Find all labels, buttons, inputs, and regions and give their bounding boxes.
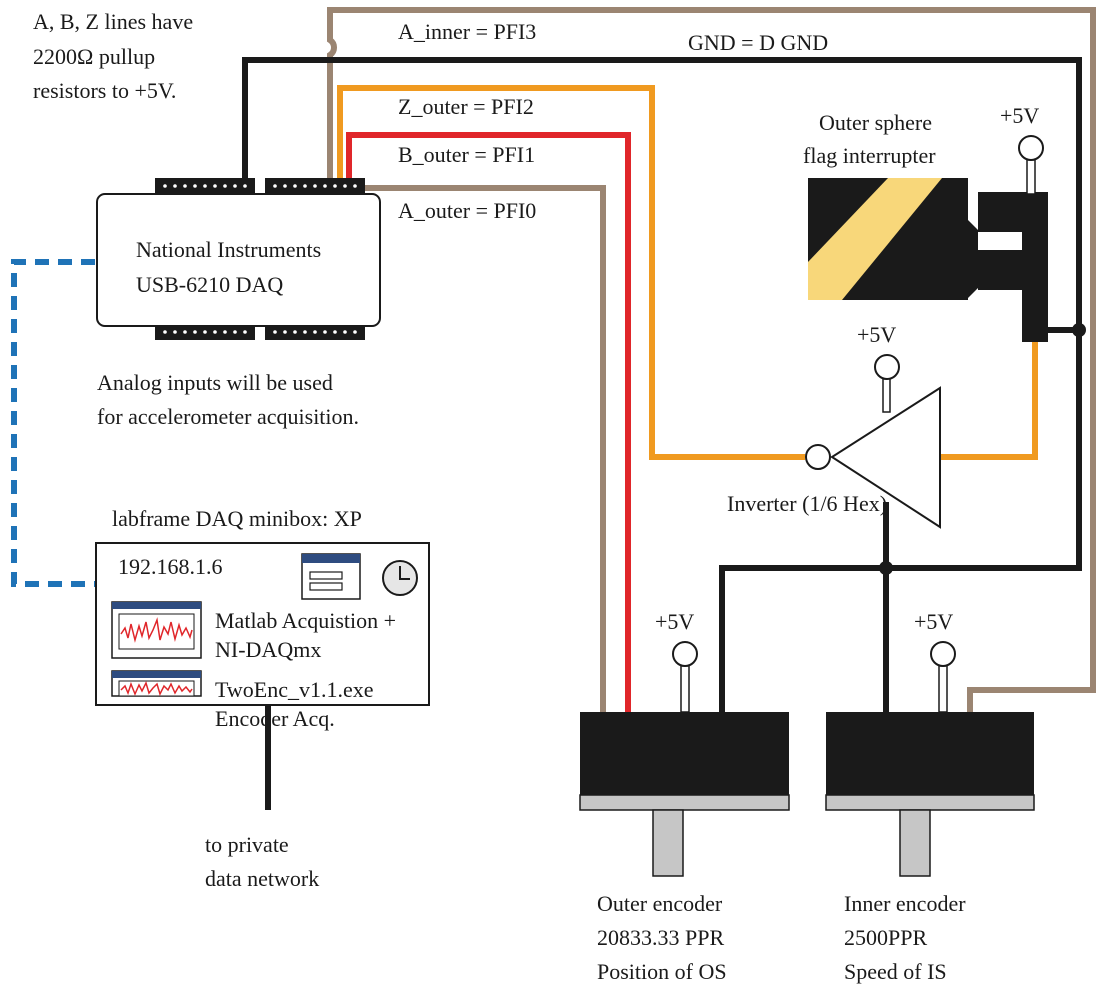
- network-label-line2: data network: [205, 866, 319, 891]
- daq-device: National Instruments USB-6210 DAQ: [96, 178, 381, 340]
- signal-gnd: GND = D GND: [688, 30, 828, 55]
- daq-minibox: 192.168.1.6 Matlab Acquistion + NI-DAQmx: [95, 542, 430, 706]
- supply-terminal: [1018, 135, 1044, 195]
- junction-dot: [879, 561, 893, 575]
- connector-pin: [283, 184, 287, 188]
- pullup-note-line1: A, B, Z lines have: [33, 9, 193, 34]
- inner-encoder-name: Inner encoder: [844, 891, 966, 916]
- connector-pin: [353, 330, 357, 334]
- supply-terminal: [874, 354, 900, 380]
- connector-pin: [313, 184, 317, 188]
- connector-pin: [233, 184, 237, 188]
- wire-usb-link: [11, 259, 95, 587]
- supply-terminal: [930, 641, 956, 713]
- connector-pin: [333, 184, 337, 188]
- analog-note-line2: for accelerometer acquisition.: [97, 404, 359, 429]
- connector-pin: [203, 330, 207, 334]
- waveform-window-icon: [111, 601, 202, 659]
- connector-pin: [233, 330, 237, 334]
- inner-encoder-ppr: 2500PPR: [844, 925, 927, 950]
- connector-pin: [323, 330, 327, 334]
- connector-pin: [223, 184, 227, 188]
- daq-model: USB-6210 DAQ: [136, 272, 283, 297]
- signal-a-outer: A_outer = PFI0: [398, 198, 536, 223]
- connector-pin: [173, 330, 177, 334]
- supply-label: +5V: [857, 322, 896, 347]
- network-label-line1: to private: [205, 832, 289, 857]
- analog-note-line1: Analog inputs will be used: [97, 370, 333, 395]
- connector-pin: [213, 184, 217, 188]
- wire-z-flag: [940, 340, 1038, 460]
- connector-pin: [343, 184, 347, 188]
- pullup-note-line2: 2200Ω pullup: [33, 44, 155, 69]
- inner-encoder-role: Speed of IS: [844, 959, 947, 984]
- connector-pin: [173, 184, 177, 188]
- wire-a-inner: [327, 7, 1096, 712]
- inverter-label: Inverter (1/6 Hex): [727, 491, 887, 516]
- outer-encoder-ppr: 20833.33 PPR: [597, 925, 724, 950]
- connector-pin: [303, 330, 307, 334]
- outer-encoder-name: Outer encoder: [597, 891, 723, 916]
- connector-pin: [273, 330, 277, 334]
- connector-pin: [313, 330, 317, 334]
- connector-pin: [293, 184, 297, 188]
- wire-b-outer: [346, 132, 631, 712]
- connector-pin: [243, 330, 247, 334]
- outer-encoder-role: Position of OS: [597, 959, 727, 984]
- connector-pin: [343, 330, 347, 334]
- junction-dot: [1072, 323, 1086, 337]
- app-twoenc-line1: TwoEnc_v1.1.exe: [215, 677, 374, 702]
- supply-label: +5V: [914, 609, 953, 634]
- connector-pin: [163, 184, 167, 188]
- connector-pin: [333, 330, 337, 334]
- app-twoenc-line2: Encoder Acq.: [215, 706, 335, 731]
- wire-z-outer: [337, 85, 805, 460]
- connector-pin: [223, 330, 227, 334]
- connector-pin: [163, 330, 167, 334]
- outer-encoder: [579, 712, 790, 877]
- minibox-title: labframe DAQ minibox: XP: [112, 506, 362, 531]
- connector-pin: [303, 184, 307, 188]
- connector-pin: [353, 184, 357, 188]
- wire-a-outer: [358, 185, 606, 712]
- window-icon: [301, 553, 361, 600]
- waveform-window-icon: [111, 670, 202, 697]
- connector-pin: [273, 184, 277, 188]
- inverter-gate: [805, 377, 941, 529]
- wire-gnd: [242, 57, 1082, 712]
- app-matlab-line2: NI-DAQmx: [215, 637, 321, 662]
- pullup-note-line3: resistors to +5V.: [33, 78, 176, 103]
- connector-pin: [213, 330, 217, 334]
- signal-z-outer: Z_outer = PFI2: [398, 94, 534, 119]
- connector-pin: [283, 330, 287, 334]
- daq-name: National Instruments: [136, 237, 321, 262]
- clock-icon: [382, 560, 418, 596]
- supply-label: +5V: [655, 609, 694, 634]
- flag-interrupter: [808, 178, 1048, 342]
- flag-label-line2: flag interrupter: [803, 143, 936, 168]
- connector-pin: [323, 184, 327, 188]
- connector-pin: [193, 330, 197, 334]
- connector-pin: [243, 184, 247, 188]
- minibox-ip: 192.168.1.6: [118, 554, 223, 579]
- supply-terminal: [672, 641, 698, 713]
- connector-pin: [203, 184, 207, 188]
- connector-pin: [183, 330, 187, 334]
- connector-pin: [183, 184, 187, 188]
- signal-a-inner: A_inner = PFI3: [398, 19, 536, 44]
- connector-pin: [293, 330, 297, 334]
- inner-encoder: [825, 712, 1035, 877]
- connector-pin: [193, 184, 197, 188]
- supply-label: +5V: [1000, 103, 1039, 128]
- flag-label-line1: Outer sphere: [819, 110, 932, 135]
- app-matlab-line1: Matlab Acquistion +: [215, 608, 396, 633]
- signal-b-outer: B_outer = PFI1: [398, 142, 535, 167]
